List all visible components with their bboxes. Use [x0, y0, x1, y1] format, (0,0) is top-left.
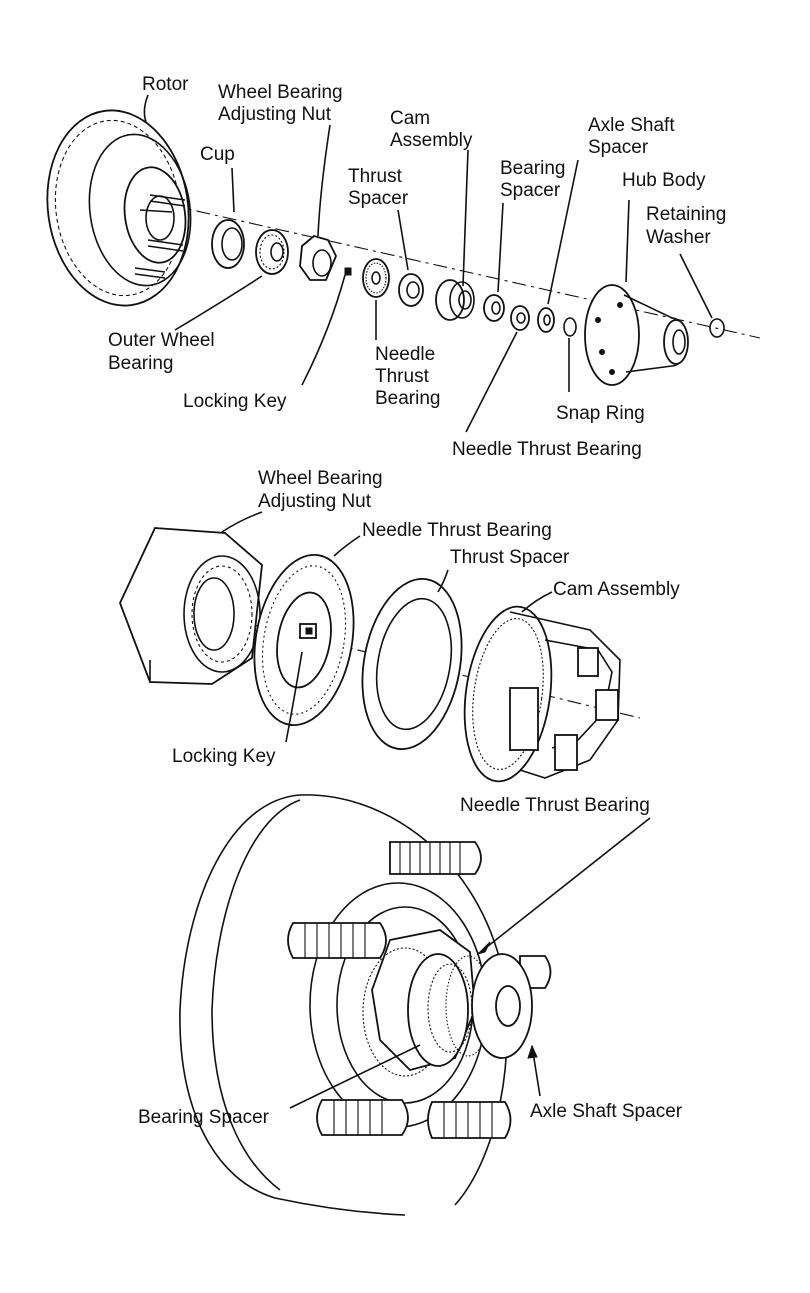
label-outer-wheel-bearing-line2: Bearing [108, 353, 174, 374]
label-thrust-spacer-line1: Thrust [348, 166, 403, 187]
label-bearing-spacer-line1: Bearing [500, 158, 566, 179]
bearing-spacer-part [483, 294, 505, 322]
center-axis-top [169, 204, 761, 339]
hub-assembly [362, 929, 533, 1077]
leader-lines-middle [221, 511, 553, 743]
leader-lines-top [143, 94, 713, 433]
label-snap-ring: Snap Ring [556, 403, 645, 424]
label-needle-thrust-bearing-line3: Bearing [375, 388, 441, 409]
label-outer-wheel-bearing-line1: Outer Wheel [108, 330, 215, 351]
label-rotor: Rotor [142, 74, 189, 95]
label-wheel-bearing-adjusting-nut-line2: Adjusting Nut [218, 104, 332, 125]
label-mid-thrust-spacer: Thrust Spacer [450, 547, 570, 568]
retaining-washer-part [709, 318, 725, 338]
bottom-assembled-view: Needle Thrust Bearing Bearing Spacer Axl… [138, 794, 683, 1216]
stud-bottom-left [316, 1099, 409, 1136]
stud-bottom-right [427, 1101, 512, 1139]
label-bearing-spacer-line2: Spacer [500, 180, 561, 201]
label-hub-body: Hub Body [622, 170, 706, 191]
label-needle-thrust-bearing-line1: Needle [375, 344, 435, 365]
middle-detail-view: Wheel Bearing Adjusting Nut Needle Thrus… [119, 468, 680, 783]
stud-left [287, 922, 387, 959]
label-mid-cam-assembly: Cam Assembly [553, 579, 680, 600]
label-axle-shaft-spacer-line1: Axle Shaft [588, 115, 675, 136]
label-locking-key: Locking Key [183, 391, 287, 412]
axle-shaft-spacer-part [537, 307, 555, 333]
label-thrust-spacer-line2: Spacer [348, 188, 409, 209]
outer-wheel-bearing-part [255, 229, 289, 275]
label-wheel-bearing-adjusting-nut-line1: Wheel Bearing [218, 82, 343, 103]
thrust-spacer-detail [361, 577, 463, 751]
needle-thrust-bearing-detail [253, 553, 355, 727]
snap-ring-part [563, 317, 577, 337]
adjusting-nut-part [299, 235, 337, 281]
cam-assembly-part [435, 279, 475, 321]
label-axle-shaft-spacer-line2: Spacer [588, 137, 649, 158]
label-cam-assembly-line1: Cam [390, 108, 430, 129]
top-exploded-view: Rotor Wheel Bearing Adjusting Nut Cup Ca… [46, 74, 761, 460]
wheel-studs [287, 841, 552, 1139]
label-mid-locking-key: Locking Key [172, 746, 276, 767]
thrust-spacer-part [398, 273, 424, 307]
cup-part [211, 219, 245, 269]
label-needle-thrust-bearing-line2: Thrust [375, 366, 430, 387]
label-bottom-axle-shaft-spacer: Axle Shaft Spacer [530, 1101, 683, 1122]
label-retaining-washer-line1: Retaining [646, 204, 726, 225]
label-bottom-needle-thrust-bearing: Needle Thrust Bearing [460, 795, 650, 816]
needle-thrust-bearing-part [362, 258, 390, 298]
label-bottom-bearing-spacer: Bearing Spacer [138, 1107, 270, 1128]
leader-lines-bottom [289, 817, 651, 1109]
small-needle-thrust-bearing-part [510, 305, 530, 331]
stud-top [389, 841, 482, 875]
label-mid-wheel-bearing-adjusting-nut-line2: Adjusting Nut [258, 491, 372, 512]
label-cup: Cup [200, 144, 235, 165]
cam-assembly-detail [463, 605, 621, 783]
label-mid-wheel-bearing-adjusting-nut-line1: Wheel Bearing [258, 468, 383, 489]
rotor-part [46, 109, 192, 307]
label-needle-thrust-bearing-lower: Needle Thrust Bearing [452, 439, 642, 460]
hub-body-part [584, 284, 689, 386]
label-mid-needle-thrust-bearing: Needle Thrust Bearing [362, 520, 552, 541]
label-cam-assembly-line2: Assembly [390, 130, 473, 151]
locking-key-part [344, 267, 352, 276]
label-retaining-washer-line2: Washer [646, 227, 711, 248]
adjusting-nut-detail [119, 527, 263, 685]
